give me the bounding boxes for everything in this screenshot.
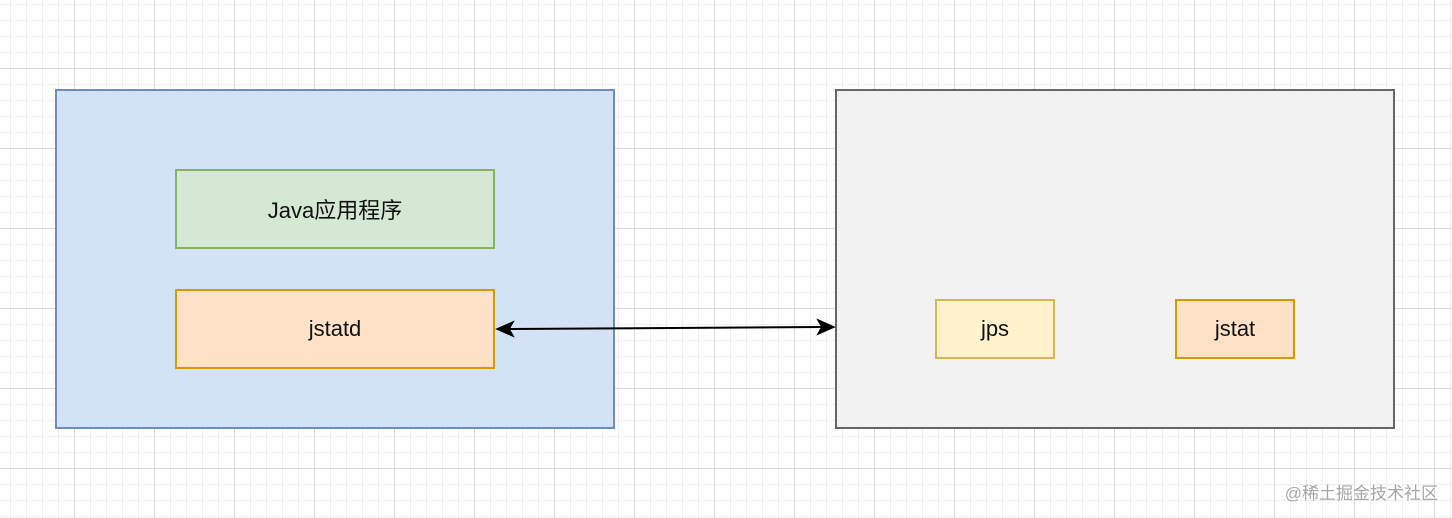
java-application-node[interactable]: Java应用程序	[175, 169, 495, 249]
jstat-node[interactable]: jstat	[1175, 299, 1295, 359]
watermark: @稀土掘金技术社区	[1284, 484, 1438, 503]
bidirectional-connector-line[interactable]	[508, 326, 823, 330]
right-host-container[interactable]	[835, 89, 1395, 429]
arrowhead-left-icon	[495, 320, 515, 338]
jps-node[interactable]: jps	[935, 299, 1055, 359]
arrowhead-right-icon	[816, 318, 836, 336]
left-host-container[interactable]	[55, 89, 615, 429]
jstat-label: jstat	[1214, 316, 1256, 341]
java-application-label: Java应用程序	[267, 198, 403, 223]
jps-label: jps	[980, 316, 1010, 341]
jstatd-node[interactable]: jstatd	[175, 289, 495, 369]
jstatd-label: jstatd	[308, 316, 362, 341]
